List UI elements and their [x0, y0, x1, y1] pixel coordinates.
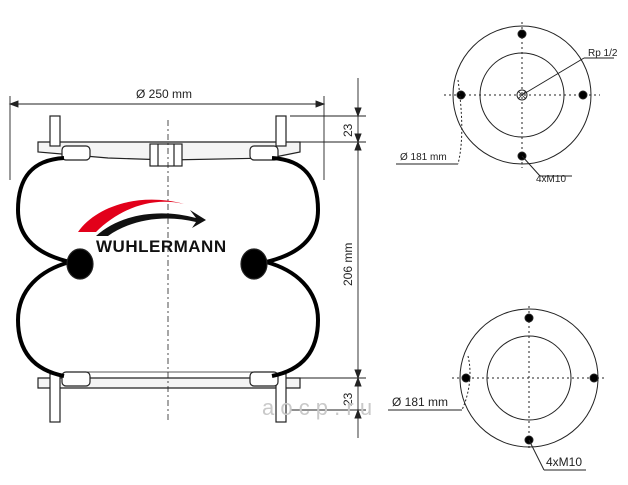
- bottom-bolt-circle-label: Ø 181 mm: [392, 395, 448, 409]
- air-port-hole: [516, 89, 528, 101]
- bottom-bolt-hole-e: [589, 373, 599, 383]
- overall-height-label: 206 mm: [341, 243, 355, 286]
- logo-swoosh-red: [78, 199, 184, 232]
- brand-logo: WUHLERMANN: [78, 199, 227, 256]
- top-bolt-hole-e: [578, 90, 588, 100]
- dimensions: [8, 78, 366, 438]
- girdle-ring-left: [66, 248, 94, 280]
- top-plate-height-label: 23: [341, 123, 355, 137]
- brand-name: WUHLERMANN: [96, 237, 227, 256]
- bottom-plate-height-label: 23: [341, 392, 355, 406]
- top-bolt-hole-n: [517, 29, 527, 39]
- bottom-bolt-hole-n: [524, 313, 534, 323]
- top-flange-view: [396, 22, 614, 177]
- bottom-bolts-label: 4xM10: [546, 455, 582, 469]
- port-thread-label: Rp 1/2: [588, 48, 618, 59]
- girdle-ring-right: [240, 248, 268, 280]
- top-bolt-left: [49, 115, 61, 147]
- bottom-plate: [37, 377, 301, 389]
- watermark: a o c p . r u: [262, 395, 372, 420]
- top-bolt-circle-label: Ø 181 mm: [400, 152, 447, 163]
- top-bolt-right: [275, 115, 287, 147]
- bottom-bolt-hole-w: [461, 373, 471, 383]
- top-bolts-label: 4xM10: [536, 174, 566, 185]
- bottom-bolt-left: [49, 373, 61, 423]
- air-spring-side-view: [15, 115, 321, 423]
- logo-swoosh-dark: [96, 210, 206, 236]
- top-bolt-hole-w: [456, 90, 466, 100]
- air-port-fitting: [149, 143, 183, 167]
- bottom-flange-view: [388, 306, 606, 471]
- diameter-250-label: Ø 250 mm: [136, 87, 192, 101]
